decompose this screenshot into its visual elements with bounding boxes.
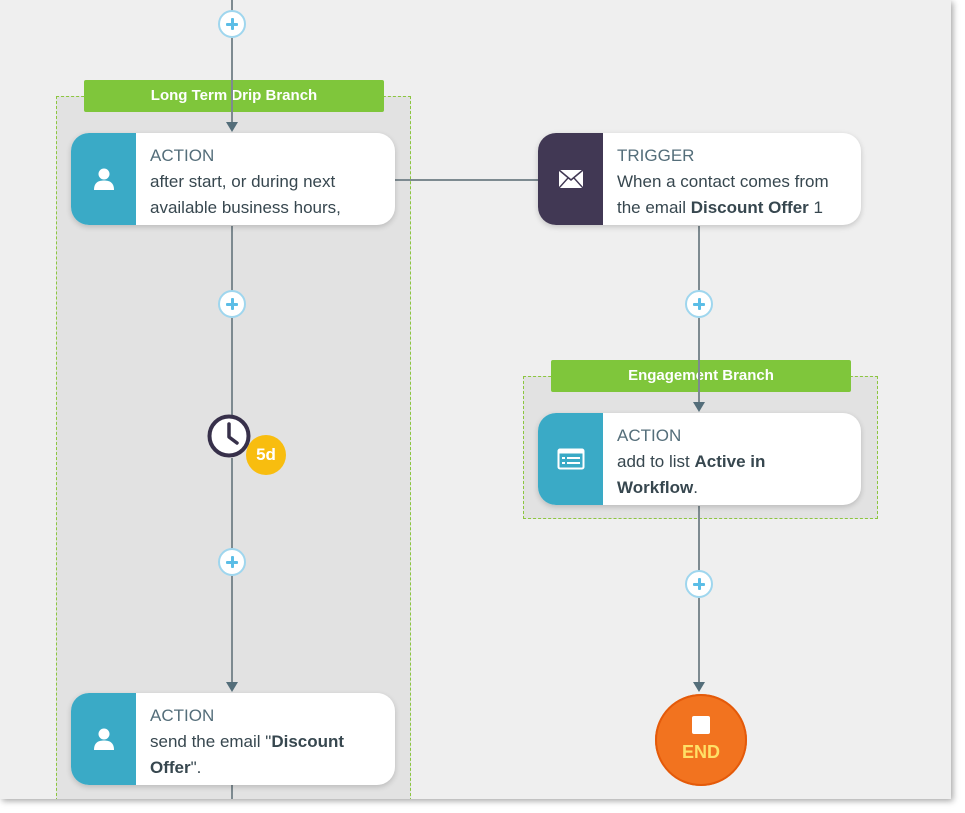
list-name: Workflow — [617, 478, 694, 497]
add-step-button[interactable] — [218, 548, 246, 576]
email-name: Offer — [150, 758, 191, 777]
connector-line — [231, 576, 233, 682]
trigger-text: the email — [617, 198, 691, 217]
action-card-text: ACTION add to list Active in Workflow. — [617, 423, 853, 501]
action-card-line: Workflow. — [617, 475, 853, 501]
action-card-add-to-list[interactable]: ACTION add to list Active in Workflow. — [538, 413, 861, 505]
connector-line — [698, 318, 700, 402]
connector-line — [231, 318, 233, 415]
connector-line — [231, 785, 233, 799]
add-step-button[interactable] — [685, 290, 713, 318]
engagement-branch-label: Engagement Branch — [551, 360, 851, 392]
long-term-drip-branch-label: Long Term Drip Branch — [84, 80, 384, 112]
end-label: END — [681, 742, 720, 762]
clock-icon[interactable] — [207, 414, 251, 458]
action-card-line: available business hours, — [150, 198, 341, 217]
connector-line — [231, 38, 233, 122]
action-card-line: send the email "Discount — [150, 729, 387, 755]
add-step-button[interactable] — [218, 290, 246, 318]
trigger-card-text: TRIGGER When a contact comes from the em… — [617, 143, 853, 221]
person-icon — [71, 133, 136, 225]
action-card-text: ACTION send the email "Discount Offer". — [150, 703, 387, 781]
workflow-canvas: Long Term Drip Branch Engagement Branch … — [0, 0, 951, 799]
add-step-button[interactable] — [218, 10, 246, 38]
connector-arrow — [226, 682, 238, 692]
connector-line — [231, 458, 233, 548]
action-card-line: after start, or during next — [150, 172, 336, 191]
envelope-icon — [538, 133, 603, 225]
stop-icon — [692, 716, 710, 734]
action-text: send the email " — [150, 732, 272, 751]
action-card-kind: ACTION — [150, 706, 215, 725]
trigger-text: 1 — [808, 198, 823, 217]
trigger-card-line: the email Discount Offer 1 — [617, 195, 853, 221]
connector-line — [698, 226, 700, 291]
action-text: add to list — [617, 452, 695, 471]
action-card-kind: ACTION — [150, 146, 215, 165]
connector-line — [698, 598, 700, 682]
person-icon — [71, 693, 136, 785]
add-step-button[interactable] — [685, 570, 713, 598]
end-node[interactable]: END — [655, 694, 747, 786]
list-name: Active in — [694, 452, 766, 471]
trigger-card[interactable]: TRIGGER When a contact comes from the em… — [538, 133, 861, 225]
connector-arrow — [693, 402, 705, 412]
connector-line — [231, 226, 233, 291]
list-icon — [538, 413, 603, 505]
email-name: Discount — [271, 732, 345, 751]
connector-line — [231, 0, 233, 12]
action-card-line: Offer". — [150, 755, 387, 781]
trigger-card-line: When a contact comes from — [617, 172, 829, 191]
connector-line — [698, 506, 700, 571]
action-card-wait-business-hours[interactable]: ACTION after start, or during next avail… — [71, 133, 395, 225]
action-card-send-email[interactable]: ACTION send the email "Discount Offer". — [71, 693, 395, 785]
action-card-text: ACTION after start, or during next avail… — [150, 143, 387, 221]
connector-arrow — [226, 122, 238, 132]
action-text: ". — [190, 758, 202, 777]
connector-line — [394, 179, 539, 181]
action-card-line: add to list Active in — [617, 449, 853, 475]
delay-badge: 5d — [246, 435, 286, 475]
action-card-kind: ACTION — [617, 426, 682, 445]
action-text: . — [693, 478, 698, 497]
connector-arrow — [693, 682, 705, 692]
email-name: Discount Offer — [690, 198, 809, 217]
trigger-card-kind: TRIGGER — [617, 146, 695, 165]
